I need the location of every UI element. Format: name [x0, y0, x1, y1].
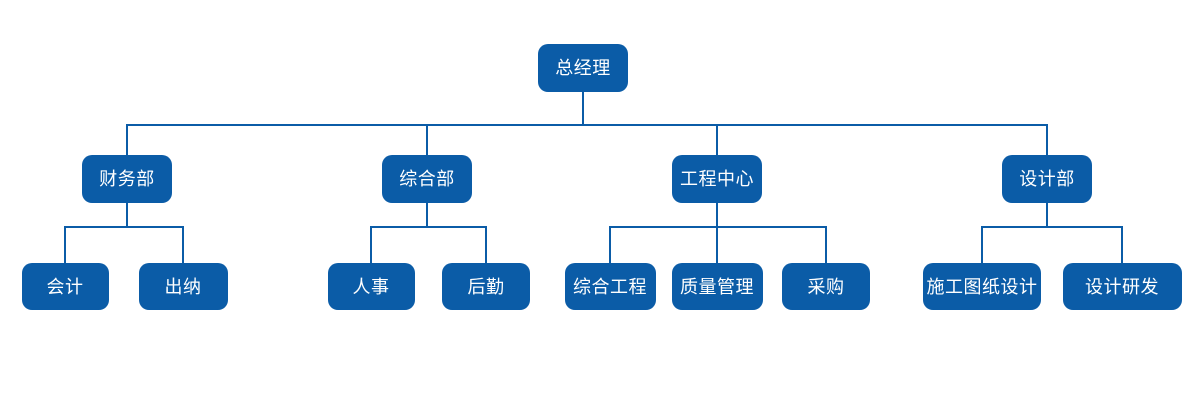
org-node-quality-management: 质量管理 — [671, 263, 763, 310]
org-node-label: 采购 — [807, 276, 845, 297]
org-node-label: 后勤 — [467, 276, 505, 297]
org-node-general-engineering: 综合工程 — [564, 263, 656, 310]
org-node-label: 财务部 — [99, 169, 155, 189]
org-node-label: 综合工程 — [573, 276, 647, 297]
org-node-label: 设计研发 — [1085, 276, 1159, 297]
org-node-label: 出纳 — [164, 276, 202, 297]
org-node-construction-drawing-design: 施工图纸设计 — [923, 263, 1041, 310]
org-node-label: 人事 — [352, 276, 390, 297]
org-node-label: 质量管理 — [680, 276, 754, 297]
org-node-label: 会计 — [46, 276, 84, 297]
org-node-design-rnd: 设计研发 — [1062, 263, 1182, 310]
org-node-label: 施工图纸设计 — [926, 276, 1038, 297]
org-node-finance-dept: 财务部 — [82, 155, 172, 203]
org-node-label: 设计部 — [1019, 169, 1075, 189]
org-node-label: 工程中心 — [680, 169, 754, 189]
org-node-cashier: 出纳 — [138, 263, 228, 310]
org-node-procurement: 采购 — [782, 263, 870, 310]
org-node-hr: 人事 — [327, 263, 415, 310]
org-node-label: 综合部 — [399, 169, 455, 189]
org-node-engineering-center: 工程中心 — [672, 155, 762, 203]
org-node-general-affairs-dept: 综合部 — [382, 155, 472, 203]
org-node-label: 总经理 — [555, 58, 611, 78]
org-node-design-dept: 设计部 — [1002, 155, 1092, 203]
org-node-general-manager: 总经理 — [538, 44, 628, 92]
org-node-logistics: 后勤 — [442, 263, 530, 310]
org-node-accounting: 会计 — [21, 263, 109, 310]
